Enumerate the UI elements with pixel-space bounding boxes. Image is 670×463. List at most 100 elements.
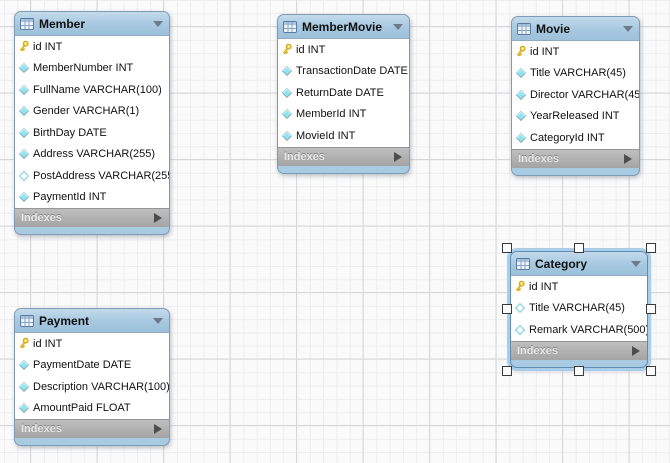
column-row[interactable]: id INT (15, 36, 169, 58)
selection-handle-nw[interactable] (502, 243, 512, 253)
column-label: PaymentDate DATE (33, 359, 132, 372)
primary-key-icon (18, 337, 30, 350)
column-label: FullName VARCHAR(100) (33, 83, 162, 96)
column-row[interactable]: id INT (511, 276, 647, 298)
selection-handle-sw[interactable] (502, 365, 512, 376)
column-row[interactable]: PaymentId INT (15, 186, 169, 208)
column-notnull-icon (281, 108, 293, 120)
collapse-arrow-icon[interactable] (623, 25, 633, 32)
selection-handle-s[interactable] (574, 365, 584, 376)
column-notnull-icon (18, 148, 30, 160)
column-row[interactable]: YearReleased INT (512, 105, 639, 127)
table-header[interactable]: Movie (512, 17, 639, 41)
expand-arrow-icon[interactable] (632, 345, 640, 356)
column-row[interactable]: Address VARCHAR(255) (15, 143, 169, 165)
collapse-arrow-icon[interactable] (631, 260, 641, 267)
table-icon (283, 20, 297, 33)
indexes-label: Indexes (21, 423, 62, 435)
selection-handle-w[interactable] (502, 304, 512, 315)
column-row[interactable]: MemberId INT (278, 103, 409, 125)
column-notnull-icon (18, 191, 30, 203)
table-header[interactable]: MemberMovie (278, 15, 409, 39)
column-row[interactable]: MovieId INT (278, 125, 409, 147)
indexes-label: Indexes (21, 212, 62, 224)
column-notnull-icon (18, 402, 30, 414)
table-icon (517, 22, 531, 35)
column-label: MovieId INT (296, 129, 356, 142)
expand-arrow-icon[interactable] (394, 151, 402, 162)
column-row[interactable]: BirthDay DATE (15, 122, 169, 144)
table-title: MemberMovie (302, 19, 383, 34)
column-label: PostAddress VARCHAR(255) (33, 169, 169, 182)
column-row[interactable]: TransactionDate DATE (278, 60, 409, 82)
table-header[interactable]: Category (511, 252, 647, 276)
expand-arrow-icon[interactable] (154, 213, 162, 223)
column-row[interactable]: Title VARCHAR(45) (511, 297, 647, 319)
column-row[interactable]: id INT (15, 333, 169, 355)
column-row[interactable]: AmountPaid FLOAT (15, 397, 169, 419)
column-row[interactable]: CategoryId INT (512, 127, 639, 149)
column-label: PaymentId INT (33, 191, 107, 204)
column-row[interactable]: FullName VARCHAR(100) (15, 79, 169, 101)
column-row[interactable]: PostAddress VARCHAR(255) (15, 165, 169, 187)
table-node-payment[interactable]: Payment id INT PaymentDate DATE Description… (14, 308, 170, 446)
column-label: Title VARCHAR(45) (529, 302, 625, 315)
column-row[interactable]: id INT (278, 39, 409, 61)
table-header[interactable]: Member (15, 12, 169, 36)
table-header[interactable]: Payment (15, 309, 169, 333)
column-row[interactable]: Remark VARCHAR(500) (511, 319, 647, 341)
selection-handle-ne[interactable] (646, 243, 656, 253)
column-notnull-icon (515, 132, 527, 144)
primary-key-icon (18, 40, 30, 53)
column-nullable-icon (514, 324, 526, 336)
column-row[interactable]: MemberNumber INT (15, 57, 169, 79)
table-icon (516, 257, 530, 270)
column-label: TransactionDate DATE (296, 65, 408, 78)
column-row[interactable]: Gender VARCHAR(1) (15, 100, 169, 122)
column-notnull-icon (515, 67, 527, 79)
column-row[interactable]: id INT (512, 41, 639, 63)
indexes-footer[interactable]: Indexes (512, 148, 639, 168)
column-label: ReturnDate DATE (296, 86, 384, 99)
column-notnull-icon (515, 89, 527, 101)
indexes-footer[interactable]: Indexes (511, 340, 647, 360)
table-node-membermovie[interactable]: MemberMovie id INT TransactionDate DATE Ret… (277, 14, 410, 174)
selection-handle-n[interactable] (574, 243, 584, 253)
indexes-footer[interactable]: Indexes (278, 146, 409, 166)
selection-handle-se[interactable] (646, 365, 656, 376)
table-node-movie[interactable]: Movie id INT Title VARCHAR(45)Director VAR… (511, 16, 640, 176)
column-label: id INT (530, 45, 560, 58)
column-notnull-icon (281, 87, 293, 99)
primary-key-icon (515, 45, 527, 58)
column-row[interactable]: Description VARCHAR(100) (15, 376, 169, 398)
table-title: Payment (39, 313, 90, 328)
collapse-arrow-icon[interactable] (393, 23, 403, 30)
indexes-footer[interactable]: Indexes (15, 419, 169, 438)
table-title: Movie (536, 21, 571, 36)
column-label: CategoryId INT (530, 131, 605, 144)
collapse-arrow-icon[interactable] (153, 317, 163, 324)
column-notnull-icon (18, 359, 30, 371)
column-row[interactable]: ReturnDate DATE (278, 82, 409, 104)
expand-arrow-icon[interactable] (624, 153, 632, 164)
collapse-arrow-icon[interactable] (153, 20, 163, 27)
table-columns: id INT TransactionDate DATE ReturnDate DAT… (278, 39, 409, 147)
column-row[interactable]: PaymentDate DATE (15, 354, 169, 376)
column-row[interactable]: Title VARCHAR(45) (512, 62, 639, 84)
table-icon (20, 314, 34, 327)
column-row[interactable]: Director VARCHAR(45) (512, 84, 639, 106)
column-nullable-icon (18, 170, 30, 182)
indexes-footer[interactable]: Indexes (15, 208, 169, 227)
column-notnull-icon (281, 130, 293, 142)
expand-arrow-icon[interactable] (154, 424, 162, 434)
selection-handle-e[interactable] (646, 304, 656, 315)
table-title: Member (39, 16, 86, 31)
column-notnull-icon (18, 62, 30, 74)
column-label: BirthDay DATE (33, 126, 107, 139)
table-columns: id INT PaymentDate DATE Description VARCHA… (15, 333, 169, 419)
column-notnull-icon (18, 84, 30, 96)
